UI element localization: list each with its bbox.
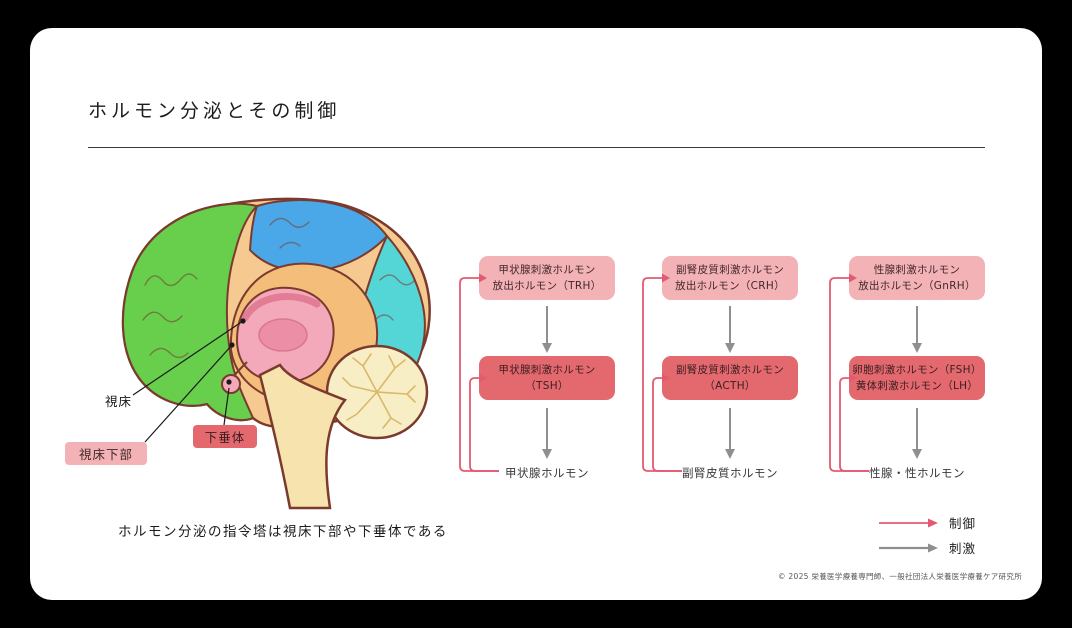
title-divider (88, 147, 985, 148)
slide-card: ホルモン分泌とその制御 (30, 28, 1042, 600)
brain-illustration (121, 197, 431, 510)
box-text-line: 副腎皮質刺激ホルモン (676, 363, 784, 376)
legend: 制御 刺激 (877, 510, 976, 560)
stimulating-hormone-box: 卵胞刺激ホルモン（FSH） 黄体刺激ホルモン（LH） (849, 356, 985, 400)
box-text-line: 黄体刺激ホルモン（LH） (855, 380, 979, 392)
pointer-dot-thalamus (240, 318, 246, 324)
down-arrow-icon (725, 306, 735, 353)
feedback-arrows-gonadal (829, 273, 869, 472)
box-text-line: 甲状腺刺激ホルモン (498, 363, 596, 376)
feedback-arrows-thyroid (459, 273, 499, 472)
hormone-column-adrenal: 副腎皮質刺激ホルモン 放出ホルモン（CRH） 副腎皮質刺激ホルモン （ACTH）… (642, 256, 815, 481)
box-text-line: （ACTH） (704, 380, 756, 392)
releasing-hormone-box: 性腺刺激ホルモン 放出ホルモン（GnRH） (849, 256, 985, 300)
box-text-line: 副腎皮質刺激ホルモン (676, 263, 784, 276)
pointer-line-hypothalamus (144, 344, 233, 443)
down-arrow-icon (912, 306, 922, 353)
stimulation-arrow-icon (879, 543, 938, 552)
down-arrow-icon (725, 408, 735, 459)
feedback-arrowhead (662, 373, 670, 383)
brain-caption: ホルモン分泌の指令塔は視床下部や下垂体である (118, 524, 448, 540)
down-arrow-icon (912, 408, 922, 459)
end-hormone-label: 甲状腺ホルモン (505, 466, 589, 480)
end-hormone-label: 副腎皮質ホルモン (682, 466, 778, 480)
corpus-callosum (241, 293, 321, 322)
pointer-line-pituitary (223, 387, 230, 426)
box-text-line: 放出ホルモン（TRH） (492, 280, 602, 292)
pointer-dot-hypothalamus (229, 342, 235, 348)
parietal-lobe (248, 199, 389, 273)
end-hormone-label: 性腺・性ホルモン (869, 466, 965, 480)
control-arrow-icon (879, 518, 938, 527)
hormone-column-thyroid: 甲状腺刺激ホルモン 放出ホルモン（TRH） 甲状腺刺激ホルモン （TSH） 甲状… (459, 256, 632, 481)
page-title: ホルモン分泌とその制御 (88, 100, 341, 122)
box-text-line: 放出ホルモン（CRH） (675, 280, 785, 292)
down-arrow-icon (542, 306, 552, 353)
feedback-arrowhead (662, 273, 670, 283)
feedback-arrows-adrenal (642, 273, 682, 472)
copyright-text: © 2025 栄養医学療養専門師、一般社団法人栄養医学療養ケア研究所 (777, 572, 1022, 581)
box-text-line: 卵胞刺激ホルモン（FSH） (852, 363, 982, 376)
frontal-lobe (121, 202, 259, 422)
label-thalamus: 視床 (105, 394, 133, 409)
down-arrow-icon (542, 408, 552, 459)
box-text-line: 性腺刺激ホルモン (873, 263, 961, 276)
feedback-arrowhead (479, 273, 487, 283)
releasing-hormone-box: 副腎皮質刺激ホルモン 放出ホルモン（CRH） (662, 256, 798, 300)
label-hypothalamus: 視床下部 (65, 442, 147, 465)
releasing-hormone-box: 甲状腺刺激ホルモン 放出ホルモン（TRH） (479, 256, 615, 300)
brainstem (258, 363, 348, 510)
pointer-lines (132, 320, 244, 443)
feedback-arrowhead (849, 373, 857, 383)
box-text-line: （TSH） (525, 380, 569, 392)
label-pituitary: 下垂体 (193, 425, 257, 448)
feedback-arrowhead (479, 373, 487, 383)
pointer-dot-pituitary (226, 379, 232, 385)
legend-label-control: 制御 (949, 516, 977, 531)
pituitary-gland (221, 374, 241, 394)
box-text-line: 甲状腺刺激ホルモン (498, 263, 596, 276)
legend-label-stimulation: 刺激 (949, 541, 977, 556)
pointer-line-thalamus (132, 320, 244, 396)
stimulating-hormone-box: 副腎皮質刺激ホルモン （ACTH） (662, 356, 798, 400)
hormone-column-gonadal: 性腺刺激ホルモン 放出ホルモン（GnRH） 卵胞刺激ホルモン（FSH） 黄体刺激… (829, 256, 1002, 481)
box-text-line: 放出ホルモン（GnRH） (858, 280, 976, 292)
stimulating-hormone-box: 甲状腺刺激ホルモン （TSH） (479, 356, 615, 400)
legend-row-stimulation: 刺激 (877, 535, 976, 560)
legend-row-control: 制御 (877, 510, 976, 535)
feedback-arrowhead (849, 273, 857, 283)
thalamus-body (258, 318, 308, 352)
cerebellum-tree (342, 353, 416, 429)
